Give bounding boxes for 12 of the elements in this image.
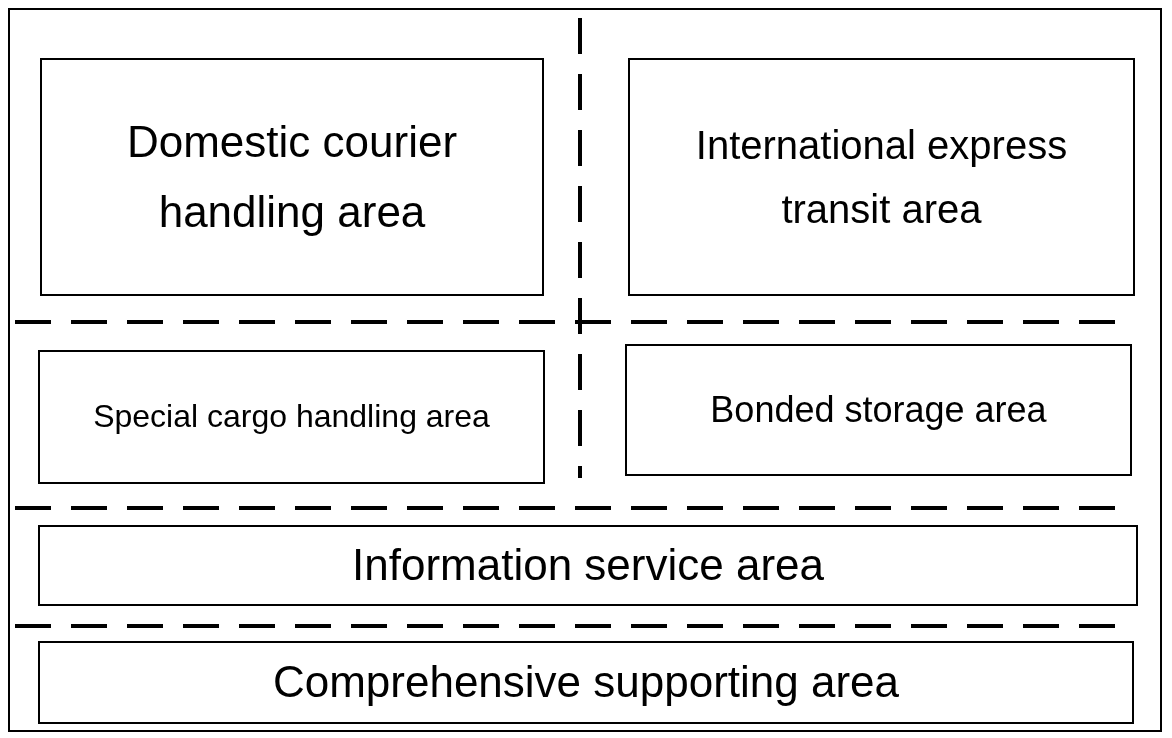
area-box [40, 58, 544, 296]
area-label: Comprehensive supporting area [272, 656, 900, 709]
area-box [628, 58, 1135, 296]
area-label: Bonded storage area [710, 387, 1047, 432]
area-label: Domestic courier handling area [125, 115, 459, 238]
area-box [38, 350, 545, 484]
area-label: Special cargo handling area [93, 397, 490, 437]
area-label: International express transit area [694, 122, 1069, 233]
area-box [38, 525, 1138, 606]
area-box [625, 344, 1132, 476]
area-label: Information service area [352, 539, 824, 592]
area-box [38, 641, 1134, 724]
